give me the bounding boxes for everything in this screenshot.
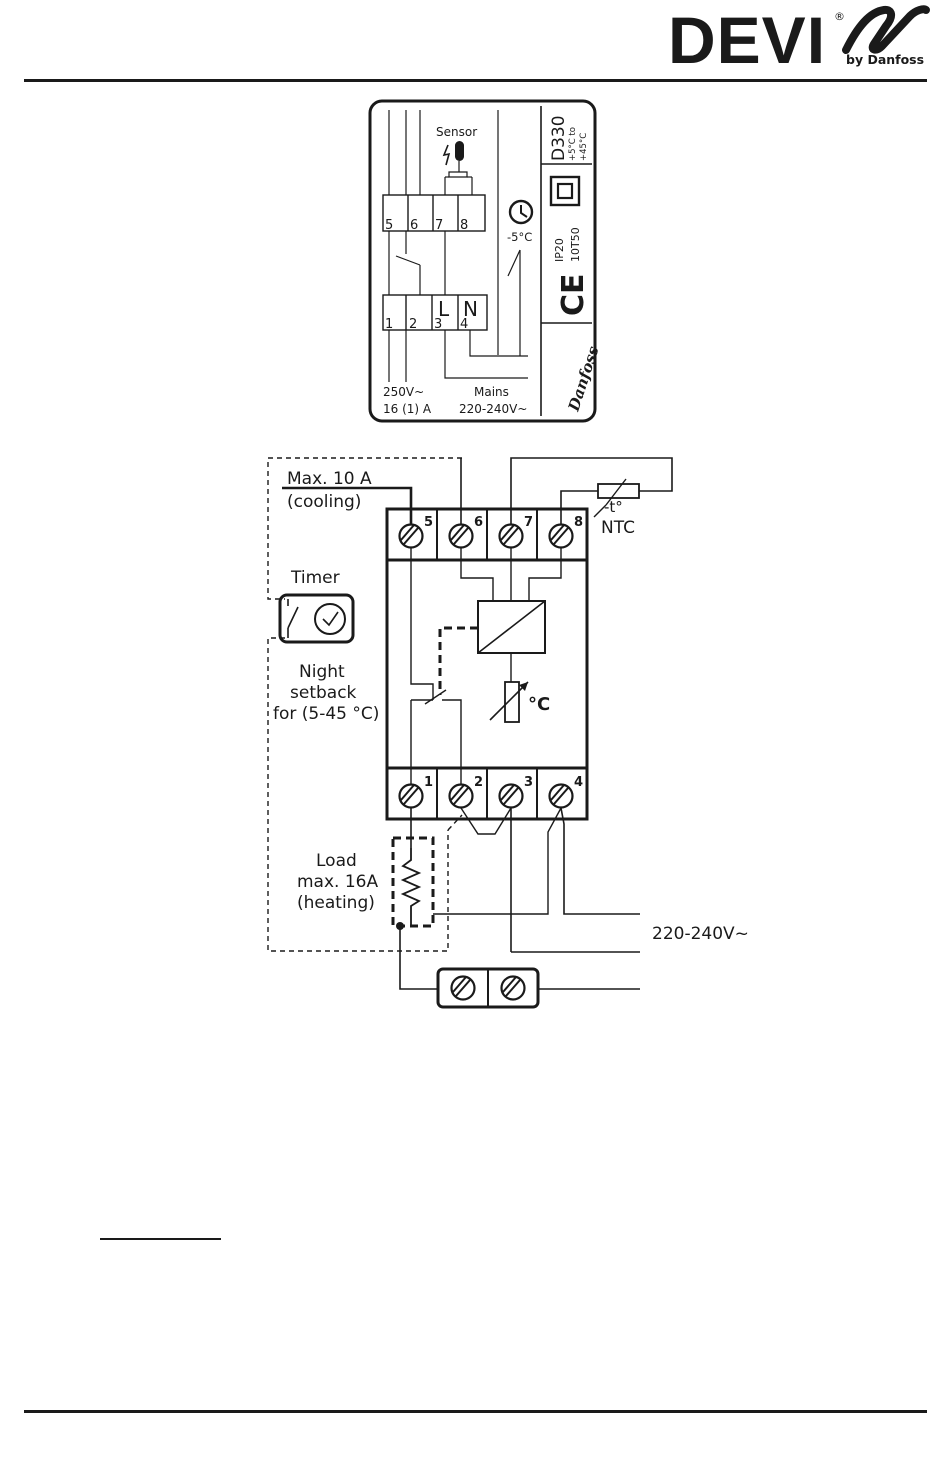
setback-line2: setback xyxy=(290,683,357,703)
setback-line1: Night xyxy=(299,662,345,682)
screw-terminal-6-icon xyxy=(450,525,473,548)
load-line3: (heating) xyxy=(297,893,375,913)
footer-rule xyxy=(24,1410,927,1413)
cooling-rating: Max. 10 A xyxy=(287,469,372,489)
setback-line3: for (5-45 °C) xyxy=(273,704,379,724)
screw-terminal-1-icon xyxy=(400,785,423,808)
terminal-number-2: 2 xyxy=(474,775,483,790)
potentiometer-unit: °C xyxy=(528,694,550,715)
load-heating-element xyxy=(393,838,433,926)
ntc-label: NTC xyxy=(601,518,635,538)
terminal-number-1: 1 xyxy=(424,775,433,790)
timer-device xyxy=(280,595,353,642)
ntc-symbol: -t° xyxy=(604,498,623,516)
load-line2: max. 16A xyxy=(297,872,378,892)
ntc-sensor-icon xyxy=(598,484,639,498)
section-underline xyxy=(100,1238,221,1240)
screw-terminal-5-icon xyxy=(400,525,423,548)
load-resistor-icon xyxy=(403,848,419,927)
supply-voltage-label: 220-240V~ xyxy=(652,924,749,944)
timer-clock-icon xyxy=(315,604,345,634)
terminal-number-3: 3 xyxy=(524,775,533,790)
screw-terminal-7-icon xyxy=(500,525,523,548)
terminal-number-5: 5 xyxy=(424,515,433,530)
screw-terminal-3-icon xyxy=(500,785,523,808)
earth-screw-right-icon xyxy=(502,977,525,1000)
cooling-label: (cooling) xyxy=(287,492,361,512)
terminal-number-7: 7 xyxy=(524,515,533,530)
screw-terminal-4-icon xyxy=(550,785,573,808)
top-screw-terminals: 5 6 7 8 xyxy=(400,515,584,548)
terminal-number-4: 4 xyxy=(574,775,583,790)
earth-screw-left-icon xyxy=(452,977,475,1000)
terminal-number-6: 6 xyxy=(474,515,483,530)
earth-terminal-block xyxy=(438,969,538,1007)
screw-terminal-8-icon xyxy=(550,525,573,548)
timer-label: Timer xyxy=(290,568,340,588)
screw-terminal-2-icon xyxy=(450,785,473,808)
terminal-number-8: 8 xyxy=(574,515,583,530)
load-line1: Load xyxy=(316,851,357,871)
bottom-screw-terminals: 1 2 3 4 xyxy=(400,775,584,808)
